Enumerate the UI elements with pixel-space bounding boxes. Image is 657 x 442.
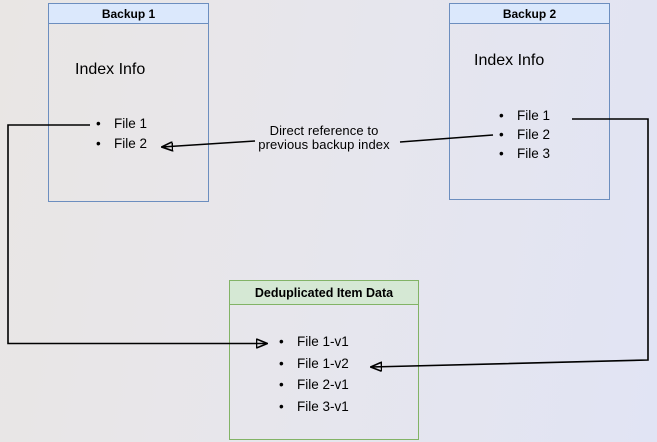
list-item: • File 1 (499, 106, 550, 125)
edge-annotation-line1: Direct reference to (269, 123, 379, 138)
backup2-node: Backup 2 Index Info • File 1 • File 2 • Fil… (449, 3, 610, 200)
list-item: • File 2 (96, 134, 147, 154)
backup2-file-3: File 3 (517, 146, 551, 161)
dedup-file-list: • File 1-v1 • File 1-v2 • File 2-v1 • File 3… (279, 331, 349, 417)
backup2-file-list: • File 1 • File 2 • File 3 (499, 106, 550, 163)
bullet-icon: • (96, 136, 101, 151)
bullet-icon: • (499, 127, 504, 142)
bullet-icon: • (499, 108, 504, 123)
backup2-index-info-label: Index Info (474, 52, 545, 69)
backup1-file-2: File 2 (114, 136, 148, 151)
dedup-file-1v1: File 1-v1 (297, 334, 349, 349)
bullet-icon: • (279, 398, 284, 414)
edge-annotation-line2: previous backup index (258, 137, 390, 152)
list-item: • File 3 (499, 144, 550, 163)
backup2-title: Backup 2 (450, 4, 609, 24)
bullet-icon: • (96, 116, 101, 131)
list-item: • File 2 (499, 125, 550, 144)
backup1-file-list: • File 1 • File 2 (96, 114, 147, 154)
arrow-backup1-file1-to-dedup-file1v1 (7, 124, 267, 344)
backup1-index-info-label: Index Info (75, 61, 146, 78)
line-backup2-file2-to-annotation (399, 134, 494, 143)
bullet-icon: • (279, 334, 284, 349)
bullet-icon: • (279, 355, 284, 371)
dedup-file-1v2: File 1-v2 (297, 355, 349, 371)
list-item: • File 1-v1 (279, 331, 349, 353)
arrow-backup2-file1-to-dedup-file1v2 (371, 118, 649, 367)
bullet-icon: • (279, 377, 284, 392)
backup1-node: Backup 1 Index Info • File 1 • File 2 (48, 3, 209, 202)
dedup-file-2v1: File 2-v1 (297, 377, 349, 392)
dedup-node: Deduplicated Item Data • File 1-v1 • File … (229, 280, 419, 440)
bullet-icon: • (499, 146, 504, 161)
backup2-file-2: File 2 (517, 127, 551, 142)
dedup-title: Deduplicated Item Data (230, 281, 418, 305)
edge-annotation: Direct reference to previous backup inde… (240, 124, 408, 152)
backup1-title: Backup 1 (49, 4, 208, 24)
list-item: • File 1 (96, 114, 147, 134)
list-item: • File 2-v1 (279, 374, 349, 396)
list-item: • File 3-v1 (279, 396, 349, 418)
list-item: • File 1-v2 (279, 353, 349, 375)
backup1-file-1: File 1 (114, 116, 148, 131)
arrow-annotation-to-backup1-file2 (162, 140, 256, 147)
backup2-file-1: File 1 (517, 108, 551, 123)
dedup-file-3v1: File 3-v1 (297, 398, 349, 414)
